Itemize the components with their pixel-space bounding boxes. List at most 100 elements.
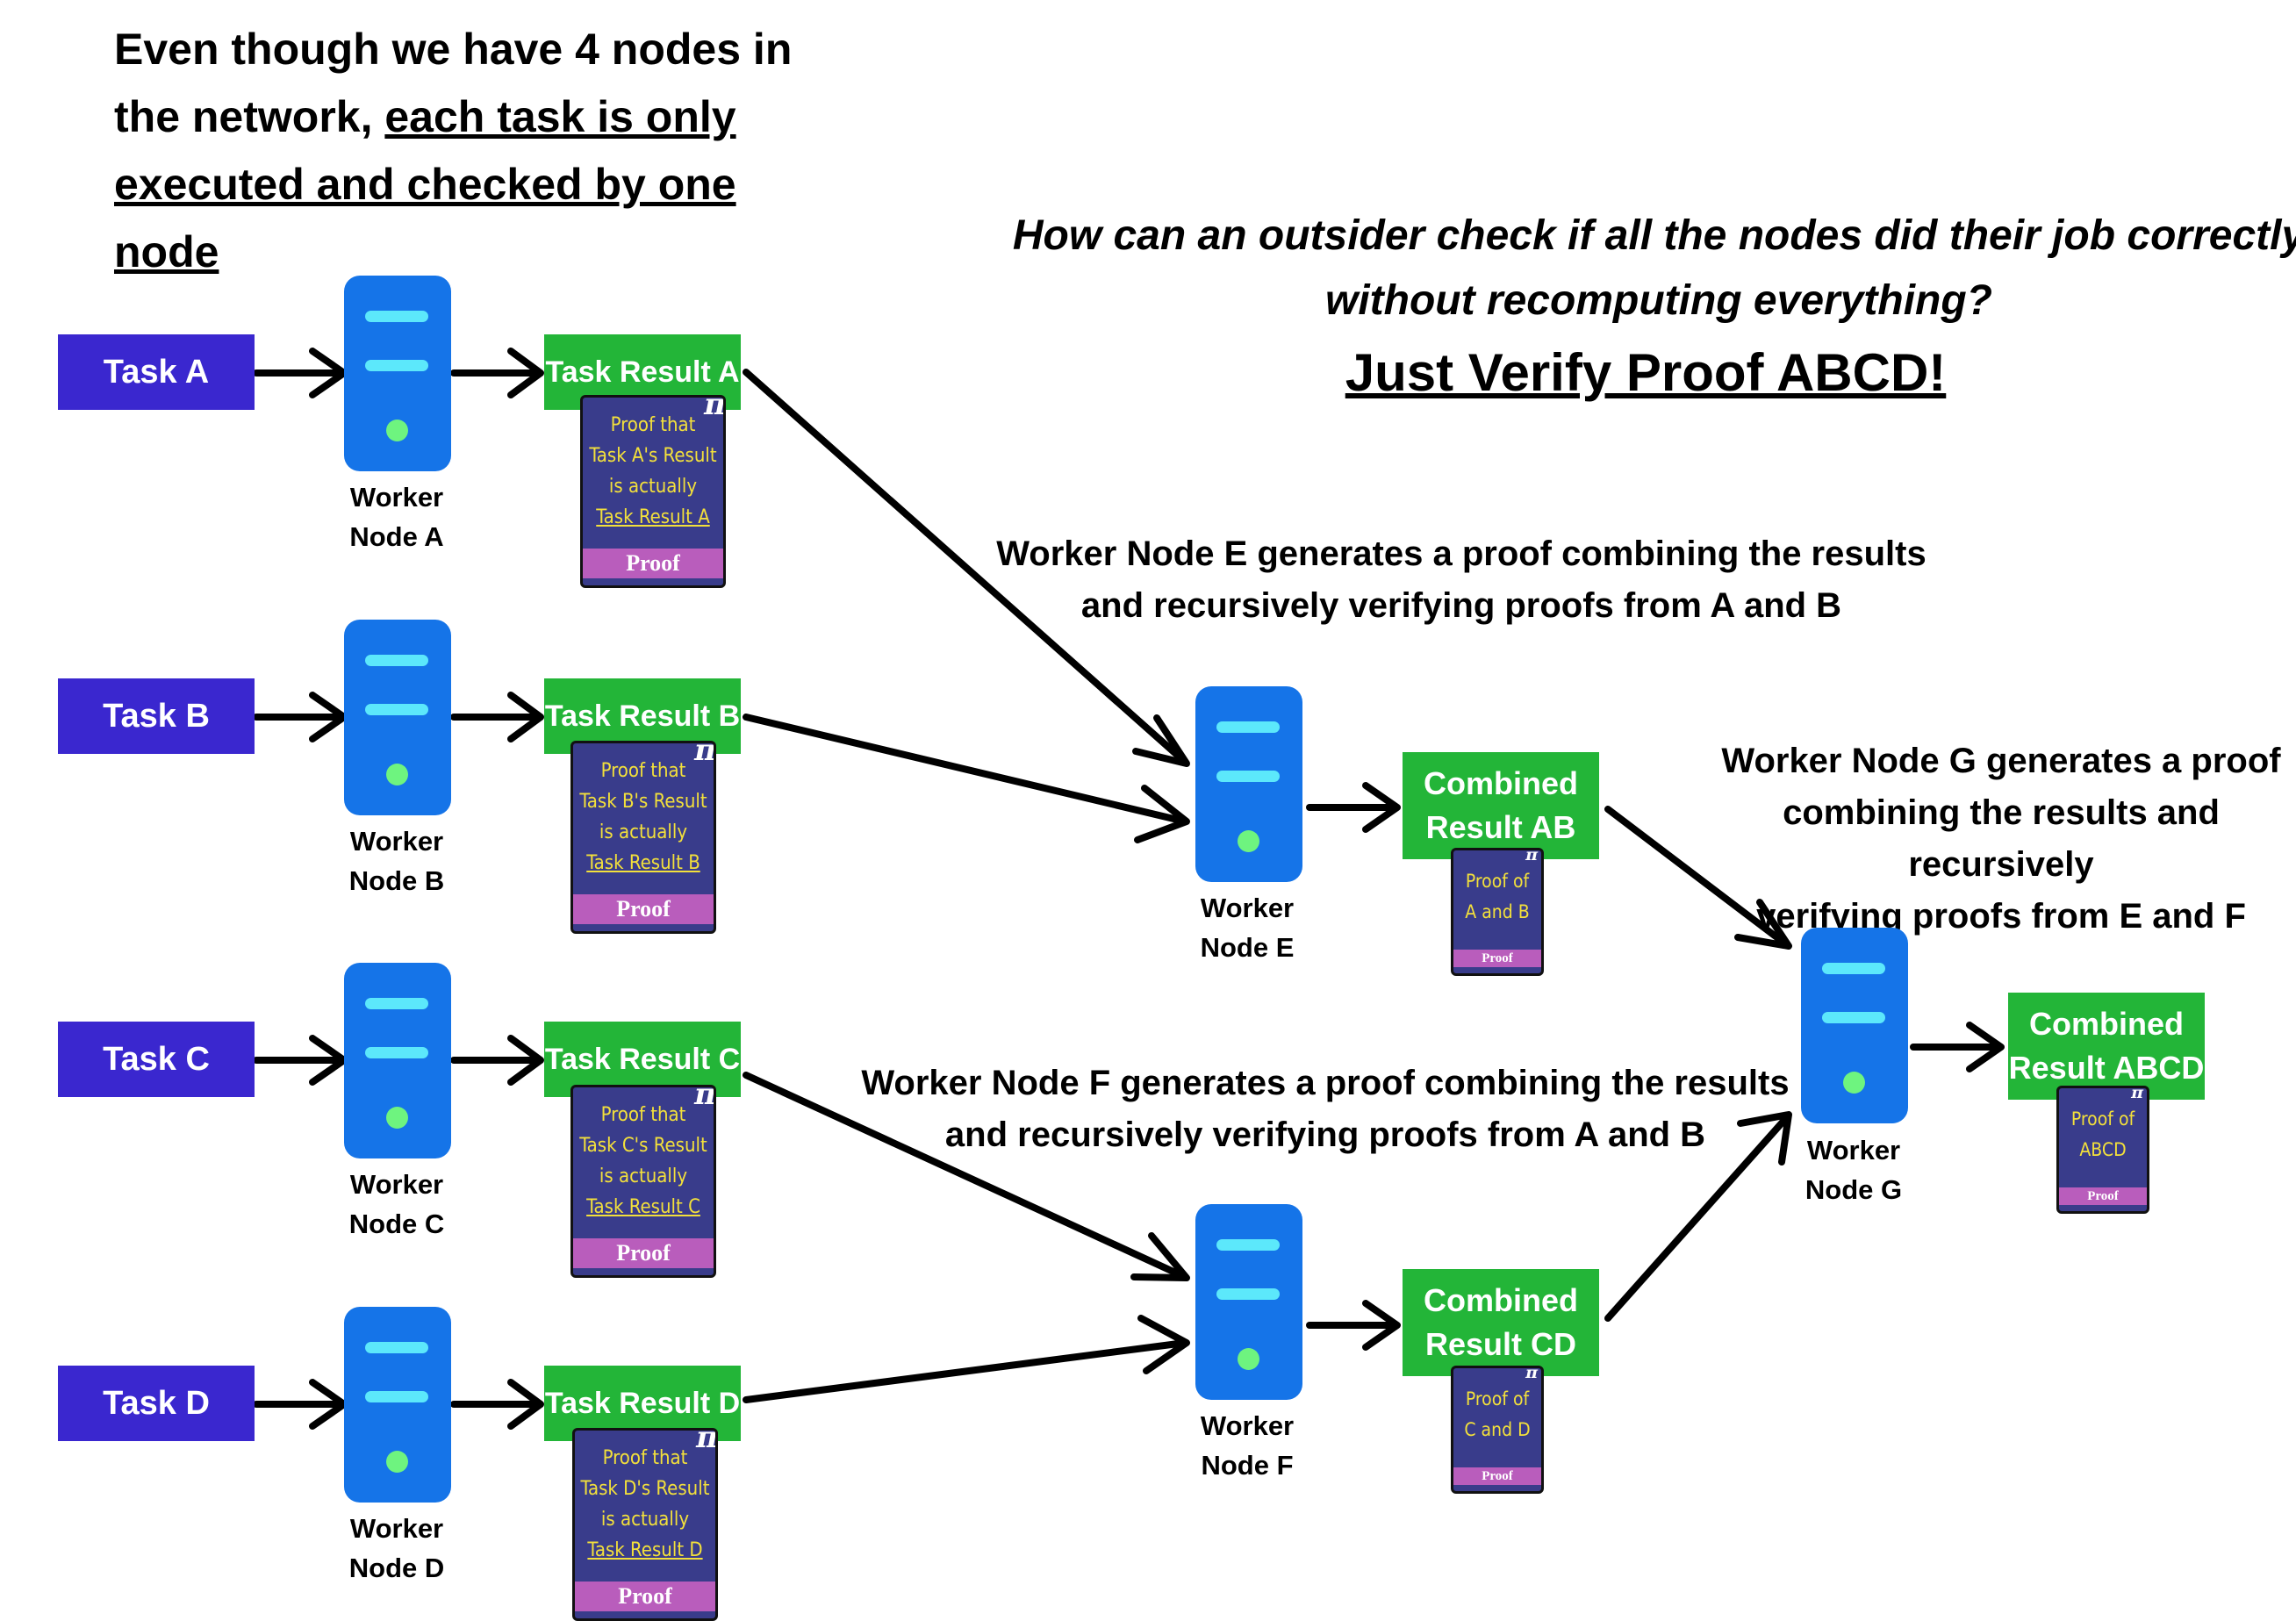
heading-line-1: Even though we have 4 nodes in bbox=[114, 25, 793, 74]
heading-line-3: executed and checked by one node bbox=[114, 160, 736, 276]
caption-node-f: Worker Node F generates a proof combinin… bbox=[825, 1058, 1826, 1161]
heading: Even though we have 4 nodes in the netwo… bbox=[114, 16, 843, 286]
arrow-result-d-to-node-f bbox=[743, 1315, 1190, 1403]
question: How can an outsider check if all the nod… bbox=[1009, 204, 2296, 334]
proof-card-b: π Proof that Task B's Result is actually… bbox=[570, 741, 716, 934]
arrow-task-a-to-node-a bbox=[253, 348, 348, 398]
arrow-node-b-to-result-b bbox=[450, 692, 544, 742]
arrow-result-c-to-node-f bbox=[743, 1072, 1190, 1281]
task-b: Task B bbox=[58, 678, 255, 754]
proof-card-b-line-4: Task Result B bbox=[586, 852, 700, 874]
server-icon bbox=[344, 620, 451, 815]
proof-card-a-line-1: Proof that bbox=[610, 414, 696, 436]
proof-card-d-text: Proof that Task D's Result is actually T… bbox=[575, 1443, 715, 1566]
proof-card-c-footer: Proof bbox=[573, 1238, 714, 1268]
worker-node-f-line-1: Worker bbox=[1200, 1410, 1295, 1441]
arrow-node-a-to-result-a bbox=[450, 348, 544, 398]
proof-card-cd-text: Proof of C and D bbox=[1453, 1384, 1541, 1445]
proof-card-c-line-3: is actually bbox=[599, 1166, 688, 1187]
proof-card-d-line-1: Proof that bbox=[602, 1447, 688, 1469]
proof-card-ab-footer: Proof bbox=[1453, 950, 1541, 967]
pi-icon: π bbox=[2131, 1086, 2143, 1102]
proof-card-a-line-3: is actually bbox=[608, 476, 698, 498]
combined-result-ab-line-1: Combined bbox=[1424, 765, 1578, 801]
proof-card-a-line-2: Task A's Result bbox=[589, 445, 717, 467]
task-a: Task A bbox=[58, 334, 255, 410]
caption-node-e-line-1: Worker Node E generates a proof combinin… bbox=[996, 534, 1926, 573]
pi-icon: π bbox=[694, 741, 716, 768]
arrow-node-d-to-result-d bbox=[450, 1379, 544, 1430]
proof-card-c-line-4: Task Result C bbox=[586, 1196, 700, 1218]
combined-result-ab-line-2: Result AB bbox=[1425, 809, 1576, 845]
worker-node-b-line-2: Node B bbox=[348, 865, 445, 896]
task-result-c: Task Result C bbox=[544, 1022, 741, 1097]
proof-card-d: π Proof that Task D's Result is actually… bbox=[572, 1428, 718, 1621]
server-icon bbox=[1195, 1204, 1302, 1400]
server-icon bbox=[344, 963, 451, 1158]
proof-card-ab-line-2: A and B bbox=[1465, 901, 1530, 922]
arrow-result-b-to-node-e bbox=[743, 714, 1190, 843]
pi-icon: π bbox=[1525, 848, 1538, 864]
caption-node-e: Worker Node E generates a proof combinin… bbox=[965, 528, 1957, 632]
arrow-node-f-to-combined-cd bbox=[1306, 1300, 1401, 1351]
proof-card-b-line-3: is actually bbox=[599, 821, 688, 843]
worker-node-d-label: Worker Node D bbox=[309, 1509, 484, 1588]
arrow-node-g-to-combined-abcd bbox=[1910, 1022, 2005, 1072]
proof-card-ab-line-1: Proof of bbox=[1465, 871, 1530, 892]
combined-result-abcd-line-1: Combined bbox=[2029, 1006, 2184, 1042]
pi-icon: π bbox=[704, 395, 726, 422]
combined-result-cd-line-2: Result CD bbox=[1424, 1326, 1577, 1362]
answer: Just Verify Proof ABCD! bbox=[1345, 343, 1947, 402]
worker-node-g-line-1: Worker bbox=[1806, 1135, 1901, 1166]
proof-card-d-line-2: Task D's Result bbox=[580, 1478, 710, 1500]
server-icon bbox=[1195, 686, 1302, 882]
combined-result-cd: Combined Result CD bbox=[1403, 1269, 1599, 1376]
question-line-1: How can an outsider check if all the nod… bbox=[1012, 212, 2296, 259]
worker-node-f-label: Worker Node F bbox=[1159, 1406, 1335, 1485]
proof-card-b-line-2: Task B's Result bbox=[579, 791, 707, 813]
caption-node-g-line-1: Worker Node G generates a proof bbox=[1721, 742, 2281, 780]
question-line-2: without recomputing everything? bbox=[1324, 277, 1992, 324]
arrow-combined-cd-to-node-g bbox=[1604, 1111, 1792, 1322]
proof-card-d-line-4: Task Result D bbox=[587, 1539, 703, 1561]
worker-node-a-line-1: Worker bbox=[349, 482, 444, 513]
worker-node-b-line-1: Worker bbox=[349, 826, 444, 857]
worker-node-d-line-1: Worker bbox=[349, 1513, 444, 1544]
caption-node-g-line-2: combining the results and recursively bbox=[1783, 793, 2220, 884]
server-icon bbox=[344, 1307, 451, 1503]
proof-card-a: π Proof that Task A's Result is actually… bbox=[580, 395, 726, 588]
worker-node-e-line-2: Node E bbox=[1200, 932, 1295, 963]
arrow-node-c-to-result-c bbox=[450, 1035, 544, 1086]
proof-card-abcd-text: Proof of ABCD bbox=[2059, 1104, 2147, 1166]
caption-node-g-line-3: verifying proofs from E and F bbox=[1756, 897, 2246, 936]
arrow-combined-ab-to-node-g bbox=[1604, 806, 1792, 950]
proof-card-abcd-footer: Proof bbox=[2059, 1187, 2147, 1205]
proof-card-ab: π Proof of A and B Proof bbox=[1451, 848, 1544, 976]
worker-node-a-label: Worker Node A bbox=[309, 477, 484, 556]
proof-card-b-line-1: Proof that bbox=[600, 760, 686, 782]
arrow-result-a-to-node-e bbox=[743, 369, 1190, 767]
proof-card-c: π Proof that Task C's Result is actually… bbox=[570, 1085, 716, 1278]
caption-node-g: Worker Node G generates a proof combinin… bbox=[1711, 735, 2291, 943]
combined-result-cd-line-1: Combined bbox=[1424, 1282, 1578, 1318]
server-icon bbox=[1801, 928, 1908, 1123]
proof-card-c-line-2: Task C's Result bbox=[579, 1135, 707, 1157]
proof-card-a-line-4: Task Result A bbox=[596, 506, 710, 528]
combined-result-ab: Combined Result AB bbox=[1403, 752, 1599, 859]
combined-result-abcd: Combined Result ABCD bbox=[2008, 993, 2205, 1100]
proof-card-b-text: Proof that Task B's Result is actually T… bbox=[573, 756, 714, 879]
pi-icon: π bbox=[1525, 1366, 1538, 1382]
task-d: Task D bbox=[58, 1366, 255, 1441]
proof-card-abcd-line-2: ABCD bbox=[2079, 1139, 2127, 1160]
worker-node-f-line-2: Node F bbox=[1201, 1450, 1294, 1481]
worker-node-c-line-1: Worker bbox=[349, 1169, 444, 1200]
worker-node-e-label: Worker Node E bbox=[1159, 888, 1335, 967]
arrow-task-c-to-node-c bbox=[253, 1035, 348, 1086]
worker-node-b-label: Worker Node B bbox=[309, 821, 484, 900]
worker-node-g-label: Worker Node G bbox=[1766, 1130, 1941, 1209]
proof-card-cd-footer: Proof bbox=[1453, 1467, 1541, 1485]
worker-node-c-line-2: Node C bbox=[348, 1209, 445, 1239]
worker-node-c-label: Worker Node C bbox=[309, 1165, 484, 1244]
proof-card-c-text: Proof that Task C's Result is actually T… bbox=[573, 1100, 714, 1223]
heading-line-2: the network, each task is only bbox=[114, 83, 843, 151]
